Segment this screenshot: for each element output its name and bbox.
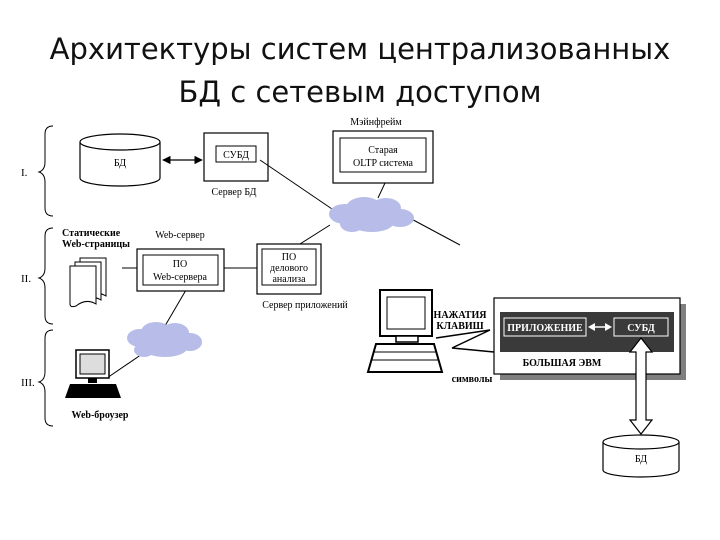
static-pages-icon — [69, 257, 107, 308]
app-server-box: ПО делового анализа — [256, 243, 322, 295]
zigzag-link — [435, 329, 495, 353]
web-server-sw-line-2: Web-сервера — [153, 272, 208, 283]
keystrokes-line-1: НАЖАТИЯ — [434, 310, 488, 321]
symbols-label: символы — [452, 374, 493, 385]
slide-title: Архитектуры систем централизованных БД с… — [0, 28, 720, 114]
business-sw-line-2: делового — [270, 263, 308, 274]
db-right-label: БД — [635, 454, 647, 465]
app-server-label: Сервер приложений — [262, 300, 348, 311]
business-sw-line-3: анализа — [272, 274, 306, 285]
network-cloud-1 — [329, 197, 414, 232]
db-left-label: БД — [114, 158, 126, 169]
level-label-3: III. — [21, 377, 35, 389]
db-cylinder-left: БД — [79, 133, 161, 187]
dbms-right-box-label: СУБД — [627, 323, 655, 334]
old-oltp-line-1: Старая — [368, 145, 398, 156]
title-line-1: Архитектуры систем централизованных — [49, 32, 671, 66]
mainframe-box: Старая OLTP система — [332, 130, 434, 184]
web-server-box: ПО Web-сервера — [136, 248, 225, 292]
level-brace-3 — [37, 329, 54, 427]
big-computer-box: ПРИЛОЖЕНИЕ СУБД БОЛЬШАЯ ЭВМ — [493, 297, 686, 380]
db-cylinder-right: БД — [602, 434, 680, 478]
db-server-label: Сервер БД — [211, 187, 256, 198]
web-browser-computer-icon — [65, 349, 121, 398]
dbms-box-label: СУБД — [223, 150, 249, 161]
network-cloud-2 — [127, 322, 202, 357]
application-box-label: ПРИЛОЖЕНИЕ — [507, 323, 583, 334]
level-brace-1 — [37, 125, 54, 217]
big-computer-label: БОЛЬШАЯ ЭВМ — [523, 358, 602, 369]
business-sw-line-1: ПО — [282, 252, 296, 263]
web-server-sw-line-1: ПО — [173, 259, 187, 270]
terminal-computer-icon — [366, 289, 444, 373]
web-browser-label: Web-броузер — [72, 410, 129, 421]
keystrokes-line-2: КЛАВИШ — [436, 321, 483, 332]
level-label-2: II. — [21, 273, 31, 285]
level-brace-2 — [37, 227, 54, 325]
title-line-2: БД с сетевым доступом — [178, 75, 542, 109]
mainframe-label: Мэйнфрейм — [350, 117, 402, 128]
dbms-db-arrow — [628, 337, 654, 435]
web-server-label: Web-сервер — [155, 230, 205, 241]
db-server-box: СУБД — [203, 132, 269, 182]
old-oltp-line-2: OLTP система — [353, 158, 414, 169]
static-pages-line-2: Web-страницы — [62, 239, 130, 250]
static-pages-line-1: Статические — [62, 228, 121, 239]
level-label-1: I. — [21, 167, 28, 179]
